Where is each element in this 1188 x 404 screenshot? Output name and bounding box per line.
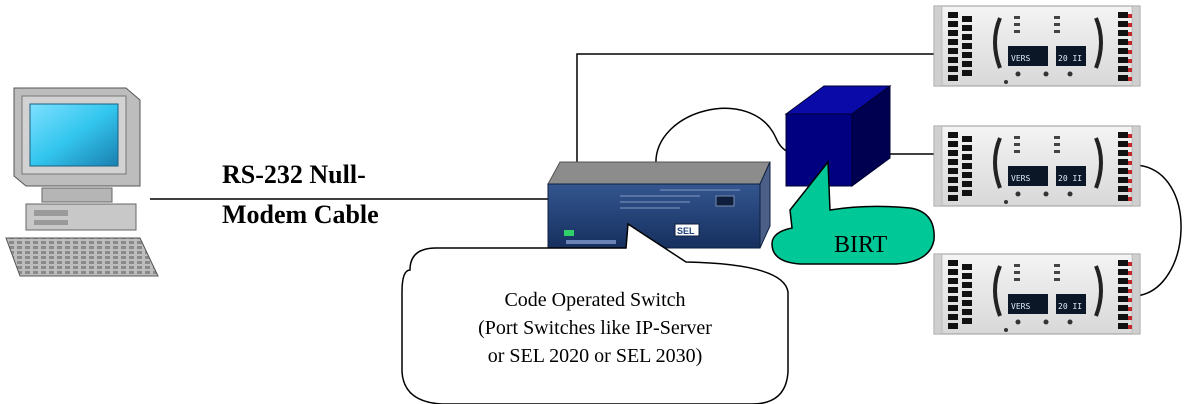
- callout-line1: Code Operated Switch: [504, 289, 685, 311]
- switch-callout: Code Operated Switch (Port Switches like…: [401, 222, 789, 404]
- callout-line3: or SEL 2020 or SEL 2030): [488, 345, 703, 367]
- relay2-to-relay3-cable: [1135, 164, 1182, 297]
- callout-line2: (Port Switches like IP-Server: [478, 317, 712, 339]
- computer-icon: [5, 87, 159, 277]
- switch-device: SEL: [547, 161, 771, 249]
- cable-label-line2: Modem Cable: [222, 200, 379, 229]
- birt-cube-icon: [784, 85, 892, 187]
- relay-unit: [932, 4, 1142, 88]
- switch-to-relay1-line: [576, 53, 934, 178]
- birt-callout: BIRT: [771, 159, 935, 265]
- cable-label-line1: RS-232 Null-: [222, 160, 366, 189]
- switch-brand-label: SEL: [677, 226, 695, 236]
- birt-label: BIRT: [834, 232, 888, 258]
- relay-unit: [932, 252, 1142, 336]
- relay-unit: [932, 124, 1142, 208]
